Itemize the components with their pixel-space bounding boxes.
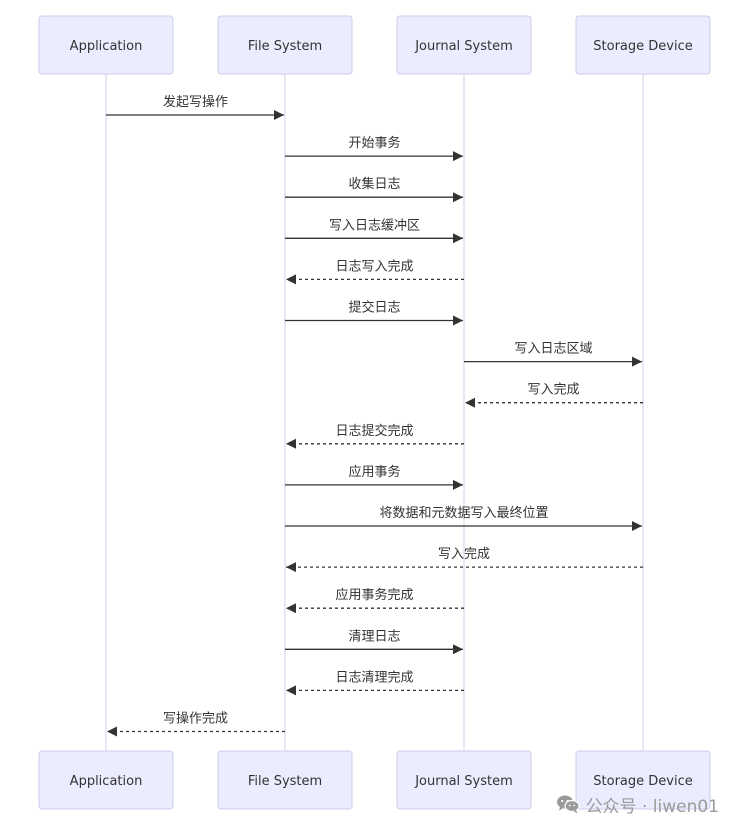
participant-box (575, 15, 711, 75)
message-label: 写入完成 (527, 383, 579, 398)
message-2: 开始事务 (285, 135, 463, 162)
message-label: 写入完成 (438, 547, 490, 562)
participant-app-bottom: Application (38, 750, 174, 810)
participant-box (575, 750, 711, 810)
participant-box (396, 15, 532, 75)
participant-label: File System (248, 774, 322, 789)
participant-app-top: Application (38, 15, 174, 75)
message-label: 日志写入完成 (335, 259, 413, 274)
participant-box (396, 750, 532, 810)
message-13: 应用事务完成 (286, 587, 464, 614)
participant-label: Storage Device (593, 774, 692, 789)
participant-box (38, 750, 174, 810)
participant-js-top: Journal System (396, 15, 532, 75)
message-8: 写入完成 (465, 383, 643, 408)
message-9: 日志提交完成 (286, 423, 464, 449)
lifelines (105, 74, 644, 751)
message-5: 日志写入完成 (286, 259, 464, 285)
messages: 发起写操作开始事务收集日志写入日志缓冲区日志写入完成提交日志写入日志区域写入完成… (106, 94, 643, 737)
message-1: 发起写操作 (106, 94, 284, 120)
participant-js-bottom: Journal System (396, 750, 532, 810)
message-7: 写入日志区域 (464, 342, 642, 367)
message-label: 写操作完成 (163, 711, 228, 727)
participant-box (217, 750, 353, 810)
watermark: 公众号 · liwen01 (556, 791, 719, 817)
message-label: 提交日志 (348, 300, 400, 316)
participant-sd-bottom: Storage Device (575, 750, 711, 810)
message-label: 将数据和元数据写入最终位置 (379, 505, 548, 521)
message-6: 提交日志 (285, 300, 463, 326)
watermark-text: 公众号 · liwen01 (585, 796, 719, 817)
message-label: 写入日志缓冲区 (329, 218, 420, 233)
message-3: 收集日志 (285, 176, 463, 203)
message-12: 写入完成 (286, 547, 643, 573)
message-label: 收集日志 (348, 176, 400, 192)
message-15: 日志清理完成 (286, 670, 464, 696)
participant-label: Application (70, 39, 143, 54)
participant-box (217, 15, 353, 75)
participant-label: Application (70, 774, 143, 789)
participant-fs-top: File System (217, 15, 353, 75)
participant-fs-bottom: File System (217, 750, 353, 810)
message-10: 应用事务 (285, 464, 463, 490)
participant-label: Journal System (414, 774, 513, 789)
participant-label: File System (248, 39, 322, 54)
message-14: 清理日志 (285, 629, 463, 655)
message-11: 将数据和元数据写入最终位置 (285, 505, 642, 531)
message-label: 日志清理完成 (335, 670, 413, 685)
wechat-icon (556, 795, 580, 814)
message-label: 应用事务 (348, 464, 400, 480)
message-label: 开始事务 (348, 135, 400, 151)
participant-sd-top: Storage Device (575, 15, 711, 75)
message-label: 应用事务完成 (335, 587, 413, 603)
participant-box (38, 15, 174, 75)
message-label: 写入日志区域 (514, 342, 592, 357)
message-label: 日志提交完成 (335, 423, 413, 439)
message-label: 发起写操作 (163, 94, 228, 110)
participant-label: Storage Device (593, 39, 692, 54)
message-label: 清理日志 (348, 629, 400, 644)
participant-label: Journal System (414, 39, 513, 54)
message-4: 写入日志缓冲区 (285, 218, 463, 244)
message-16: 写操作完成 (107, 711, 285, 737)
